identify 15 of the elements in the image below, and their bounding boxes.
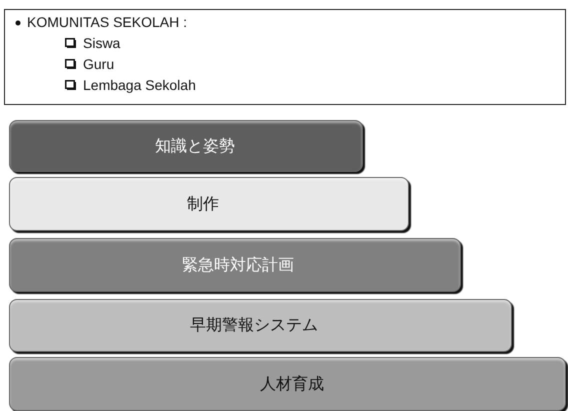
list-item: Siswa [83,35,120,52]
step-label: 知識と姿勢 [155,136,235,156]
pyramid-step-bar [9,177,409,231]
step-label: 人材育成 [260,374,324,394]
step-label: 制作 [187,194,219,214]
list-item: Lembaga Sekolah [83,77,196,94]
pyramid-step-bar [9,299,512,352]
pyramid-step-bar [9,357,566,411]
step-label: 緊急時対応計画 [182,254,294,276]
list-item: Guru [83,56,114,73]
list-heading: KOMUNITAS SEKOLAH : [27,14,187,31]
pyramid-step-bar [9,238,461,292]
pyramid-step-bar [9,120,363,172]
step-label: 早期警報システム [190,315,318,336]
text-panel [4,9,566,105]
